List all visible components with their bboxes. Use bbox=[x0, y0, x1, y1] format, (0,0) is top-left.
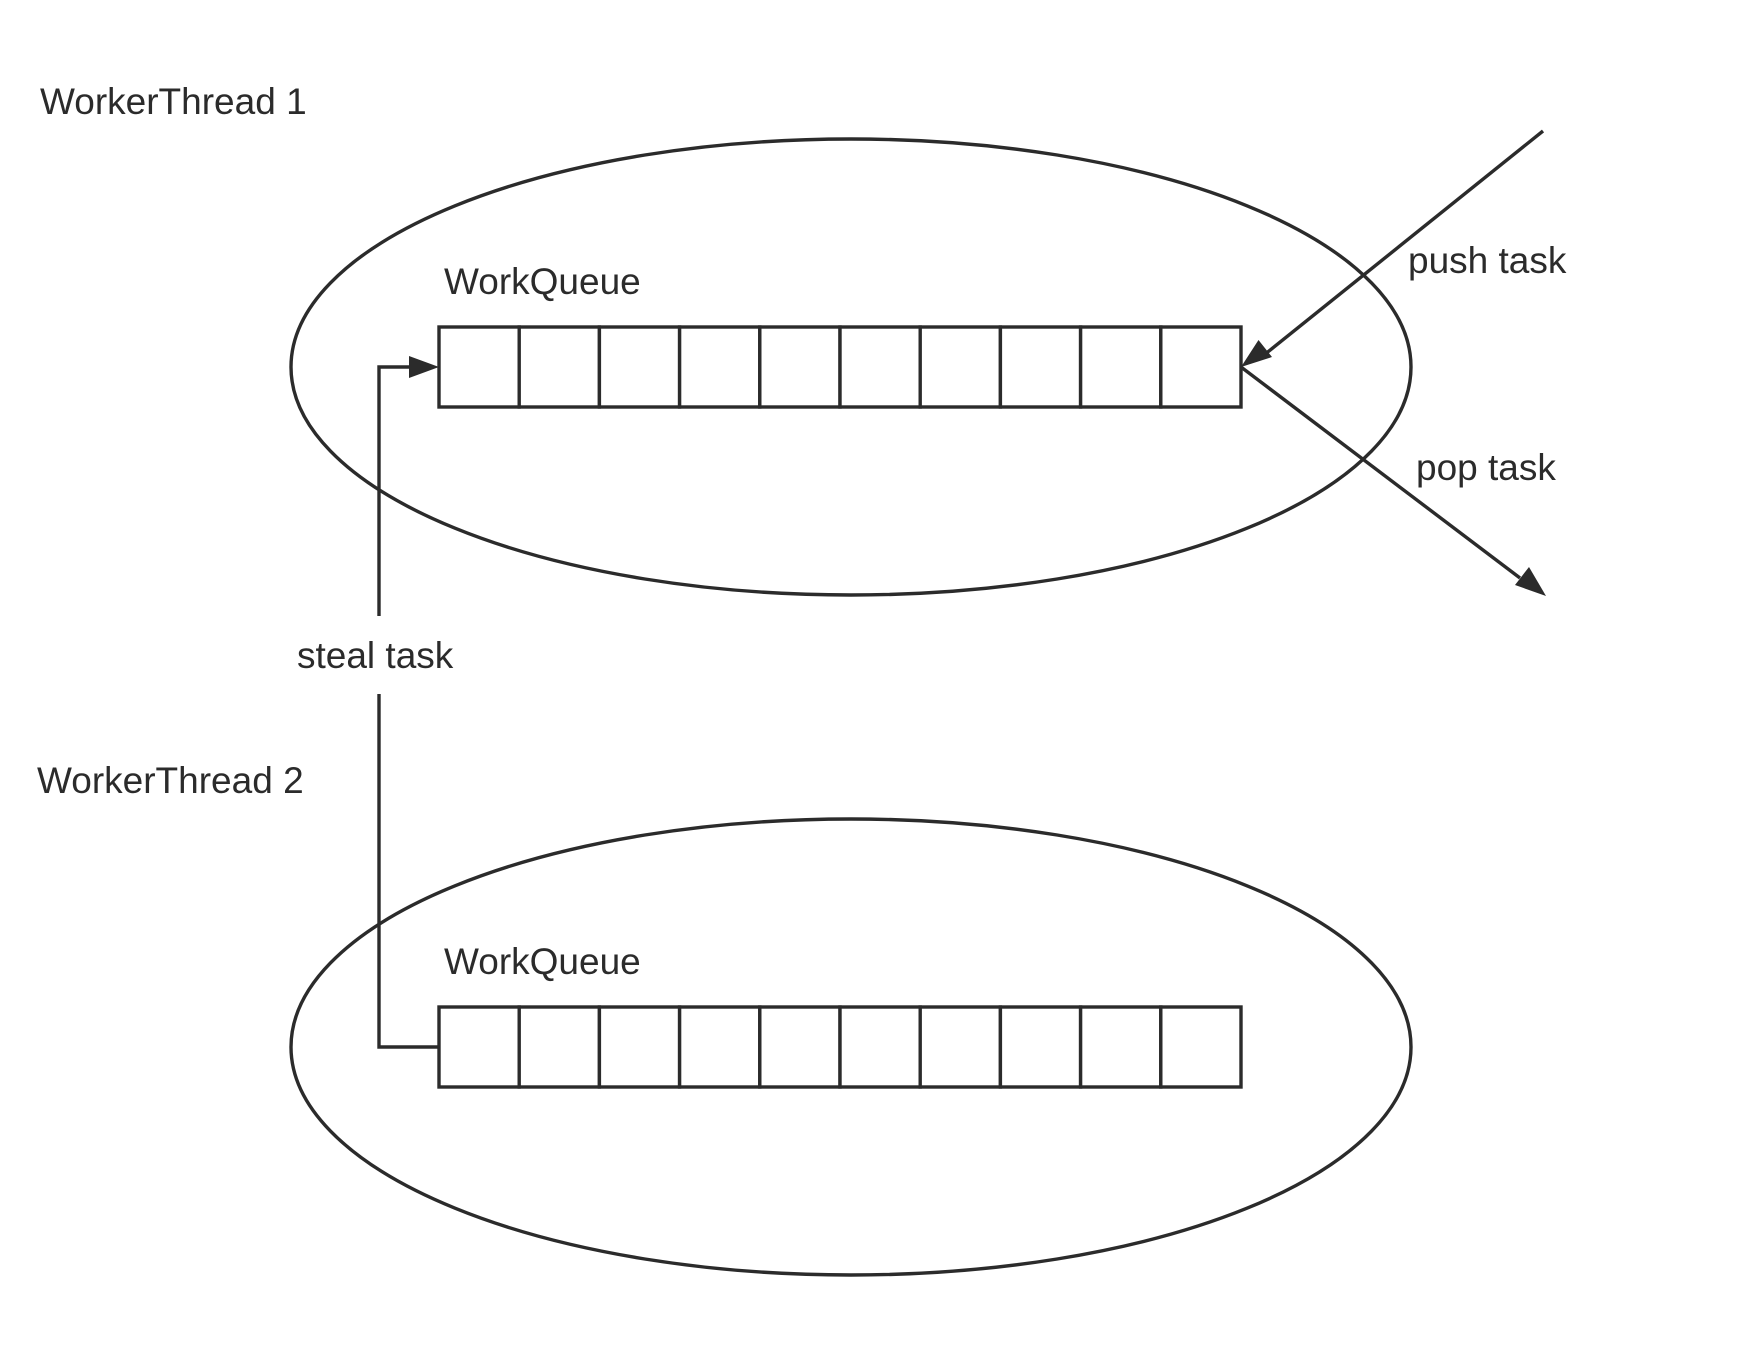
push-arrowhead-icon bbox=[1241, 340, 1272, 367]
worker-thread-1-label: WorkerThread 1 bbox=[40, 81, 307, 122]
queue-slot bbox=[1078, 325, 1163, 409]
queue-slot bbox=[677, 325, 762, 409]
queue-slot bbox=[918, 1005, 1003, 1089]
steal-task-label: steal task bbox=[297, 635, 454, 676]
worker-thread-1-boundary bbox=[289, 137, 1413, 597]
queue-slot bbox=[1078, 1005, 1163, 1089]
push-task-label: push task bbox=[1408, 240, 1567, 281]
queue-slot bbox=[517, 1005, 602, 1089]
queue-slot bbox=[1159, 1005, 1243, 1089]
queue-slot bbox=[437, 1005, 521, 1089]
push-task-arrow bbox=[1241, 129, 1545, 367]
queue-slot bbox=[677, 1005, 762, 1089]
queue-slot bbox=[597, 1005, 682, 1089]
work-queue-1 bbox=[437, 325, 1243, 409]
queue-slot bbox=[517, 325, 602, 409]
steal-task-arrow bbox=[377, 356, 439, 1049]
queue-slot bbox=[998, 325, 1083, 409]
work-queue-2-label: WorkQueue bbox=[444, 941, 641, 982]
queue-slot bbox=[597, 325, 682, 409]
queue-slot bbox=[918, 325, 1003, 409]
work-queue-2 bbox=[437, 1005, 1243, 1089]
pop-task-label: pop task bbox=[1416, 447, 1556, 488]
work-queue-1-label: WorkQueue bbox=[444, 261, 641, 302]
queue-slot bbox=[758, 325, 842, 409]
pop-task-arrow bbox=[1239, 365, 1546, 596]
worker-thread-2-label: WorkerThread 2 bbox=[37, 760, 304, 801]
queue-slot bbox=[758, 1005, 842, 1089]
worker-thread-1: WorkerThread 1 WorkQueue bbox=[40, 81, 1413, 597]
steal-arrowhead-icon bbox=[409, 356, 439, 378]
queue-slot bbox=[1159, 325, 1243, 409]
worker-thread-2-boundary bbox=[289, 817, 1413, 1277]
pop-arrowhead-icon bbox=[1515, 567, 1546, 596]
queue-slot bbox=[838, 325, 922, 409]
queue-slot bbox=[437, 325, 521, 409]
worker-thread-2: WorkerThread 2 WorkQueue bbox=[37, 760, 1413, 1277]
queue-slot bbox=[838, 1005, 922, 1089]
queue-slot bbox=[998, 1005, 1083, 1089]
